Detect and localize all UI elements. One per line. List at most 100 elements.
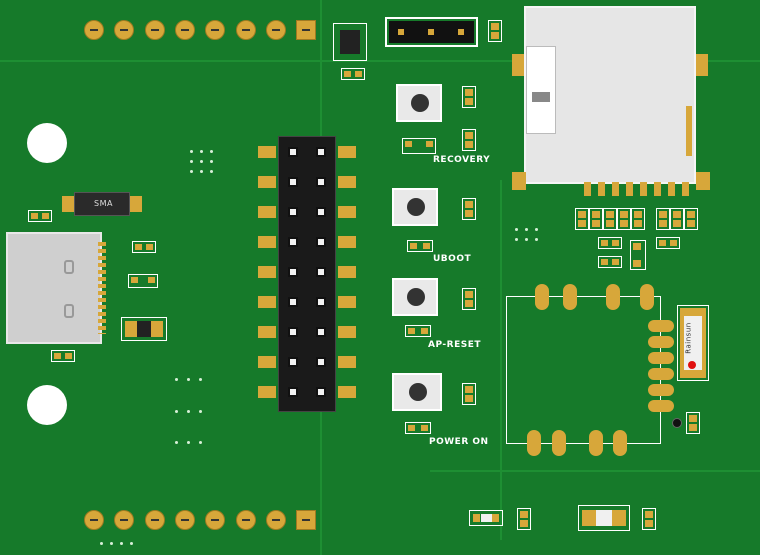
pin-pad (145, 510, 165, 530)
diode-body (74, 192, 130, 216)
diode-pad (62, 196, 76, 212)
via (200, 150, 203, 153)
push-button-icon (407, 288, 425, 306)
header-pin (288, 177, 298, 187)
resistor (686, 412, 700, 434)
module-pad (648, 384, 674, 396)
resistor (407, 240, 433, 252)
header-pad (338, 356, 356, 368)
capacitor-large (121, 317, 167, 341)
ap-reset-button[interactable] (392, 278, 438, 316)
ap-reset-label: AP-RESET (428, 340, 481, 350)
trace (500, 180, 502, 540)
via (210, 150, 213, 153)
module-pad (527, 430, 541, 456)
resistor (51, 350, 75, 362)
via (210, 160, 213, 163)
pin-pad (175, 510, 195, 530)
uboot-button[interactable] (392, 188, 438, 226)
via (190, 150, 193, 153)
resistor (462, 86, 476, 108)
resistor (642, 508, 656, 530)
usb-c-receptacle-icon (6, 232, 102, 344)
header-pad (258, 326, 276, 338)
module-pad (563, 284, 577, 310)
led-body (481, 514, 493, 522)
recovery-label: RECOVERY (433, 155, 491, 165)
module-pad (640, 284, 654, 310)
usb-connector (6, 232, 106, 344)
resistor (684, 208, 698, 230)
mounting-hole-icon (27, 385, 67, 425)
resistor (462, 288, 476, 310)
small-ic (333, 23, 367, 61)
trace (0, 60, 760, 62)
pin-pad (205, 510, 225, 530)
resistor (631, 208, 645, 230)
module-pad (552, 430, 566, 456)
via (175, 441, 178, 444)
resistor (617, 208, 631, 230)
led (402, 138, 436, 154)
header-body (278, 136, 336, 412)
led (469, 510, 503, 526)
led-pad (473, 514, 480, 522)
header-pin (398, 29, 404, 35)
module-pad (589, 430, 603, 456)
pin-pad (266, 20, 286, 40)
header-pad (258, 356, 276, 368)
header-pin (288, 297, 298, 307)
ic-body (340, 30, 360, 54)
resistor (517, 508, 531, 530)
header-pin (288, 207, 298, 217)
module-pad (613, 430, 627, 456)
pin-pad (236, 20, 256, 40)
header-pin (316, 297, 326, 307)
header-pin (316, 237, 326, 247)
via (187, 410, 190, 413)
resistor (462, 129, 476, 151)
capacitor (128, 274, 158, 288)
resistor (462, 383, 476, 405)
header-pad (258, 236, 276, 248)
resistor (405, 325, 431, 337)
pin-pad-square (296, 20, 316, 40)
recovery-button[interactable] (396, 84, 442, 122)
header-pin (288, 147, 298, 157)
power-on-button[interactable] (392, 373, 442, 411)
push-button-icon (407, 198, 425, 216)
via (100, 542, 103, 545)
via (190, 160, 193, 163)
push-button-icon (409, 383, 427, 401)
pin-pad (145, 20, 165, 40)
sd-latch (526, 46, 556, 134)
resistor (598, 237, 622, 249)
via (190, 170, 193, 173)
via (199, 441, 202, 444)
header-pin (316, 327, 326, 337)
resistor (670, 208, 684, 230)
header-pin (316, 387, 326, 397)
header-pin (316, 177, 326, 187)
cap-body (596, 510, 612, 526)
usb-shell-slot (64, 304, 74, 318)
via (130, 542, 133, 545)
3-pin-header (385, 17, 478, 47)
header-pad (258, 296, 276, 308)
header-pad (338, 206, 356, 218)
sd-slot (512, 6, 710, 196)
header-pad (338, 176, 356, 188)
diode-label: SMA (94, 199, 113, 208)
uboot-label: UBOOT (433, 254, 472, 264)
module-outline (506, 296, 661, 444)
mounting-hole-icon (27, 123, 67, 163)
usb-shell-slot (64, 260, 74, 274)
resistor (656, 208, 670, 230)
diode-pad (128, 196, 142, 212)
trace (430, 470, 760, 472)
via (200, 170, 203, 173)
module-pad (606, 284, 620, 310)
capacitor-large (578, 505, 630, 531)
resistor (28, 210, 52, 222)
via (175, 410, 178, 413)
